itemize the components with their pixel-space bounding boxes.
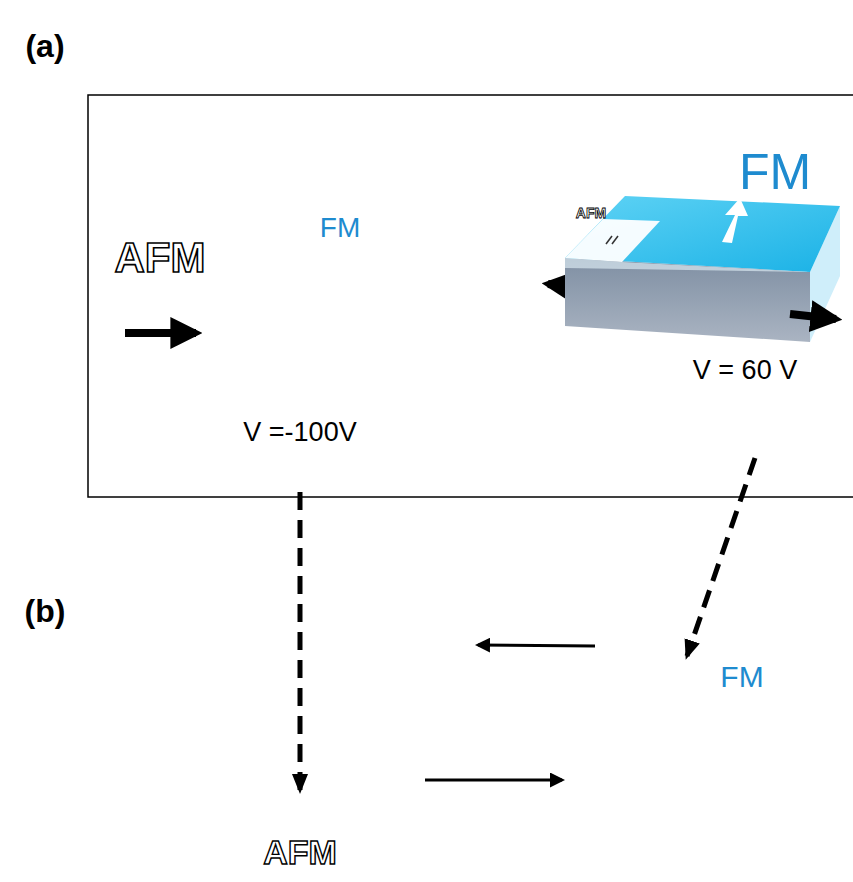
block-edge — [565, 258, 810, 272]
phase-label: FM — [320, 214, 360, 242]
block-front — [565, 258, 810, 342]
panel-label: (b) — [25, 595, 66, 627]
spin-arrow — [125, 329, 196, 337]
phase-label: FM — [739, 147, 811, 197]
spin-arrow — [478, 645, 595, 646]
phase-label: AFM — [263, 835, 337, 869]
voltage-label: V = 60 V — [693, 357, 797, 384]
strain-arrow — [790, 314, 836, 319]
voltage-label: V =-100V — [243, 419, 356, 446]
moment-arrow — [722, 198, 748, 243]
dashed-arrow — [298, 492, 303, 790]
phase-label: AFM — [576, 206, 606, 220]
sample-block — [548, 196, 840, 342]
dashed-arrow — [687, 458, 755, 656]
block-top — [565, 196, 840, 272]
phase-label: AFM — [115, 237, 206, 279]
spin-arrow — [425, 779, 562, 782]
afm-region — [565, 219, 660, 262]
panel-frame — [88, 95, 853, 497]
panel-label: (a) — [25, 30, 64, 62]
phase-label: FM — [720, 662, 763, 692]
